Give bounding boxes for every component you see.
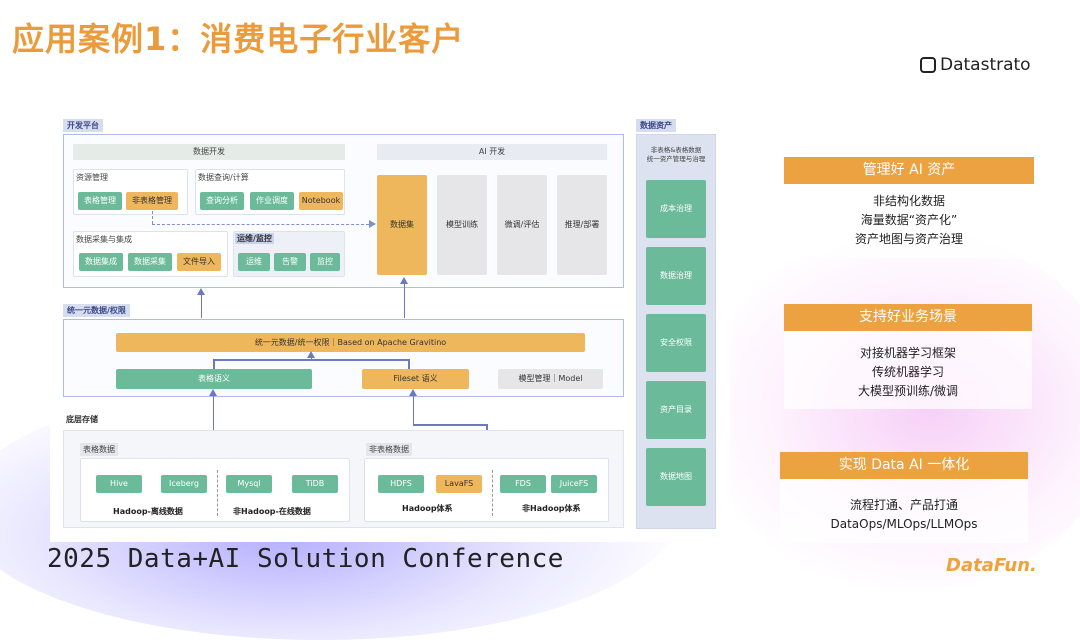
card-dataai-header: 实现 Data AI 一体化	[780, 452, 1028, 479]
card-ai-assets-header: 管理好 AI 资产	[784, 157, 1034, 184]
data-collection-node: 数据采集	[128, 253, 172, 271]
asset-cost-governance: 成本治理	[646, 180, 706, 238]
nontable-mgmt-node: 非表格管理	[126, 192, 178, 210]
query-analysis-node: 查询分析	[200, 192, 244, 210]
tidb-node: TiDB	[292, 475, 338, 493]
datafun-logo: DataFun.	[946, 555, 1037, 576]
nonhadoop-online-label: 非Hadoop-在线数据	[233, 507, 311, 516]
hdfs-node: HDFS	[378, 475, 424, 493]
iceberg-node: Iceberg	[161, 475, 207, 493]
fileset-link-horizontal	[413, 424, 487, 426]
card-ai-assets-body: 非结构化数据 海量数据“资产化” 资产地图与资产治理	[784, 184, 1034, 258]
card-business-line: 大模型预训练/微调	[857, 384, 959, 398]
data-integration-node: 数据集成	[79, 253, 123, 271]
card-dataai-body: 流程打通、产品打通 DataOps/MLOps/LLMOps	[780, 479, 1028, 543]
table-data-label: 表格数据	[80, 443, 118, 456]
juicefs-node: JuiceFS	[551, 475, 597, 493]
alert-node: 告警	[274, 253, 306, 271]
nonhadoop-system-label: 非Hadoop体系	[522, 504, 581, 513]
dashed-link-line	[152, 224, 374, 225]
assets-desc-line2: 统一资产管理与治理	[646, 155, 706, 163]
card-business-line: 传统机器学习	[871, 365, 944, 379]
lavafs-node: LavaFS	[436, 475, 482, 493]
card-ai-assets-line: 资产地图与资产治理	[854, 232, 963, 246]
asset-data-governance: 数据治理	[646, 247, 706, 305]
arrow-up-right	[400, 277, 408, 318]
asset-data-map: 数据地图	[646, 448, 706, 506]
monitor-node: 监控	[310, 253, 340, 271]
arrow-storage-fileset	[409, 389, 417, 425]
ai-step-inference: 推理/部署	[557, 175, 607, 275]
semantics-arrow	[307, 351, 315, 360]
job-scheduling-node: 作业调度	[250, 192, 294, 210]
ai-step-dataset: 数据集	[377, 175, 427, 275]
notebook-node: Notebook	[299, 192, 343, 210]
table-divider	[217, 470, 218, 516]
ai-step-training: 模型训练	[437, 175, 487, 275]
ai-step-finetune: 微调/评估	[497, 175, 547, 275]
resource-mgmt-label: 资源管理	[76, 173, 108, 182]
arrow-storage-table	[209, 389, 217, 453]
conference-banner: 2025 Data+AI Solution Conference	[47, 544, 564, 574]
assets-desc-line1: 非表格&表格数据	[650, 146, 702, 154]
assets-desc: 非表格&表格数据 统一资产管理与治理	[640, 146, 712, 164]
ai-dev-header: AI 开发	[377, 144, 607, 160]
query-label: 数据查询/计算	[198, 173, 249, 182]
brand-logo: Datastrato	[920, 55, 1031, 75]
card-dataai-line: DataOps/MLOps/LLMOps	[830, 517, 978, 531]
nontable-divider	[492, 470, 493, 516]
hadoop-offline-label: Hadoop-离线数据	[113, 507, 183, 516]
semantics-connector-right	[408, 359, 410, 369]
mysql-node: Mysql	[226, 475, 272, 493]
gravitino-bar: 统一元数据/统一权限｜Based on Apache Gravitino	[116, 333, 585, 352]
page-title: 应用案例1：消费电子行业客户	[12, 20, 465, 58]
arrow-up-left	[197, 288, 205, 318]
collect-label: 数据采集与集成	[76, 235, 132, 244]
hadoop-system-label: Hadoop体系	[402, 504, 453, 513]
table-mgmt-node: 表格管理	[78, 192, 122, 210]
maintenance-node: 运维	[238, 253, 270, 271]
assets-tag: 数据资产	[636, 119, 676, 132]
semantics-connector-left	[213, 359, 215, 369]
model-mgmt-node: 模型管理｜Model	[498, 369, 603, 389]
dev-platform-tag: 开发平台	[63, 119, 103, 132]
card-business-line: 对接机器学习框架	[859, 346, 956, 360]
nontable-data-label: 非表格数据	[366, 443, 412, 456]
datastrato-logo-icon	[920, 57, 936, 73]
file-import-node: 文件导入	[177, 253, 221, 271]
fds-node: FDS	[500, 475, 546, 493]
asset-security: 安全权限	[646, 314, 706, 372]
brand-name: Datastrato	[940, 55, 1031, 75]
card-dataai-line: 流程打通、产品打通	[849, 498, 958, 512]
dashed-link-drop	[152, 211, 153, 224]
ops-label: 运维/监控	[235, 233, 274, 244]
unified-tag: 统一元数据/权限	[63, 304, 130, 317]
card-business-header: 支持好业务场景	[784, 304, 1032, 331]
hive-node: Hive	[96, 475, 142, 493]
table-semantics-node: 表格语义	[116, 369, 312, 389]
dashed-link-arrowhead	[369, 220, 376, 228]
card-ai-assets-line: 海量数据“资产化”	[860, 213, 958, 227]
storage-tag: 底层存储	[66, 415, 98, 424]
fileset-semantics-node: Fileset 语义	[362, 369, 469, 389]
card-business-body: 对接机器学习框架 传统机器学习 大模型预训练/微调	[784, 331, 1032, 409]
card-ai-assets-line: 非结构化数据	[872, 194, 945, 208]
data-dev-header: 数据开发	[73, 144, 345, 160]
asset-catalog: 资产目录	[646, 381, 706, 439]
